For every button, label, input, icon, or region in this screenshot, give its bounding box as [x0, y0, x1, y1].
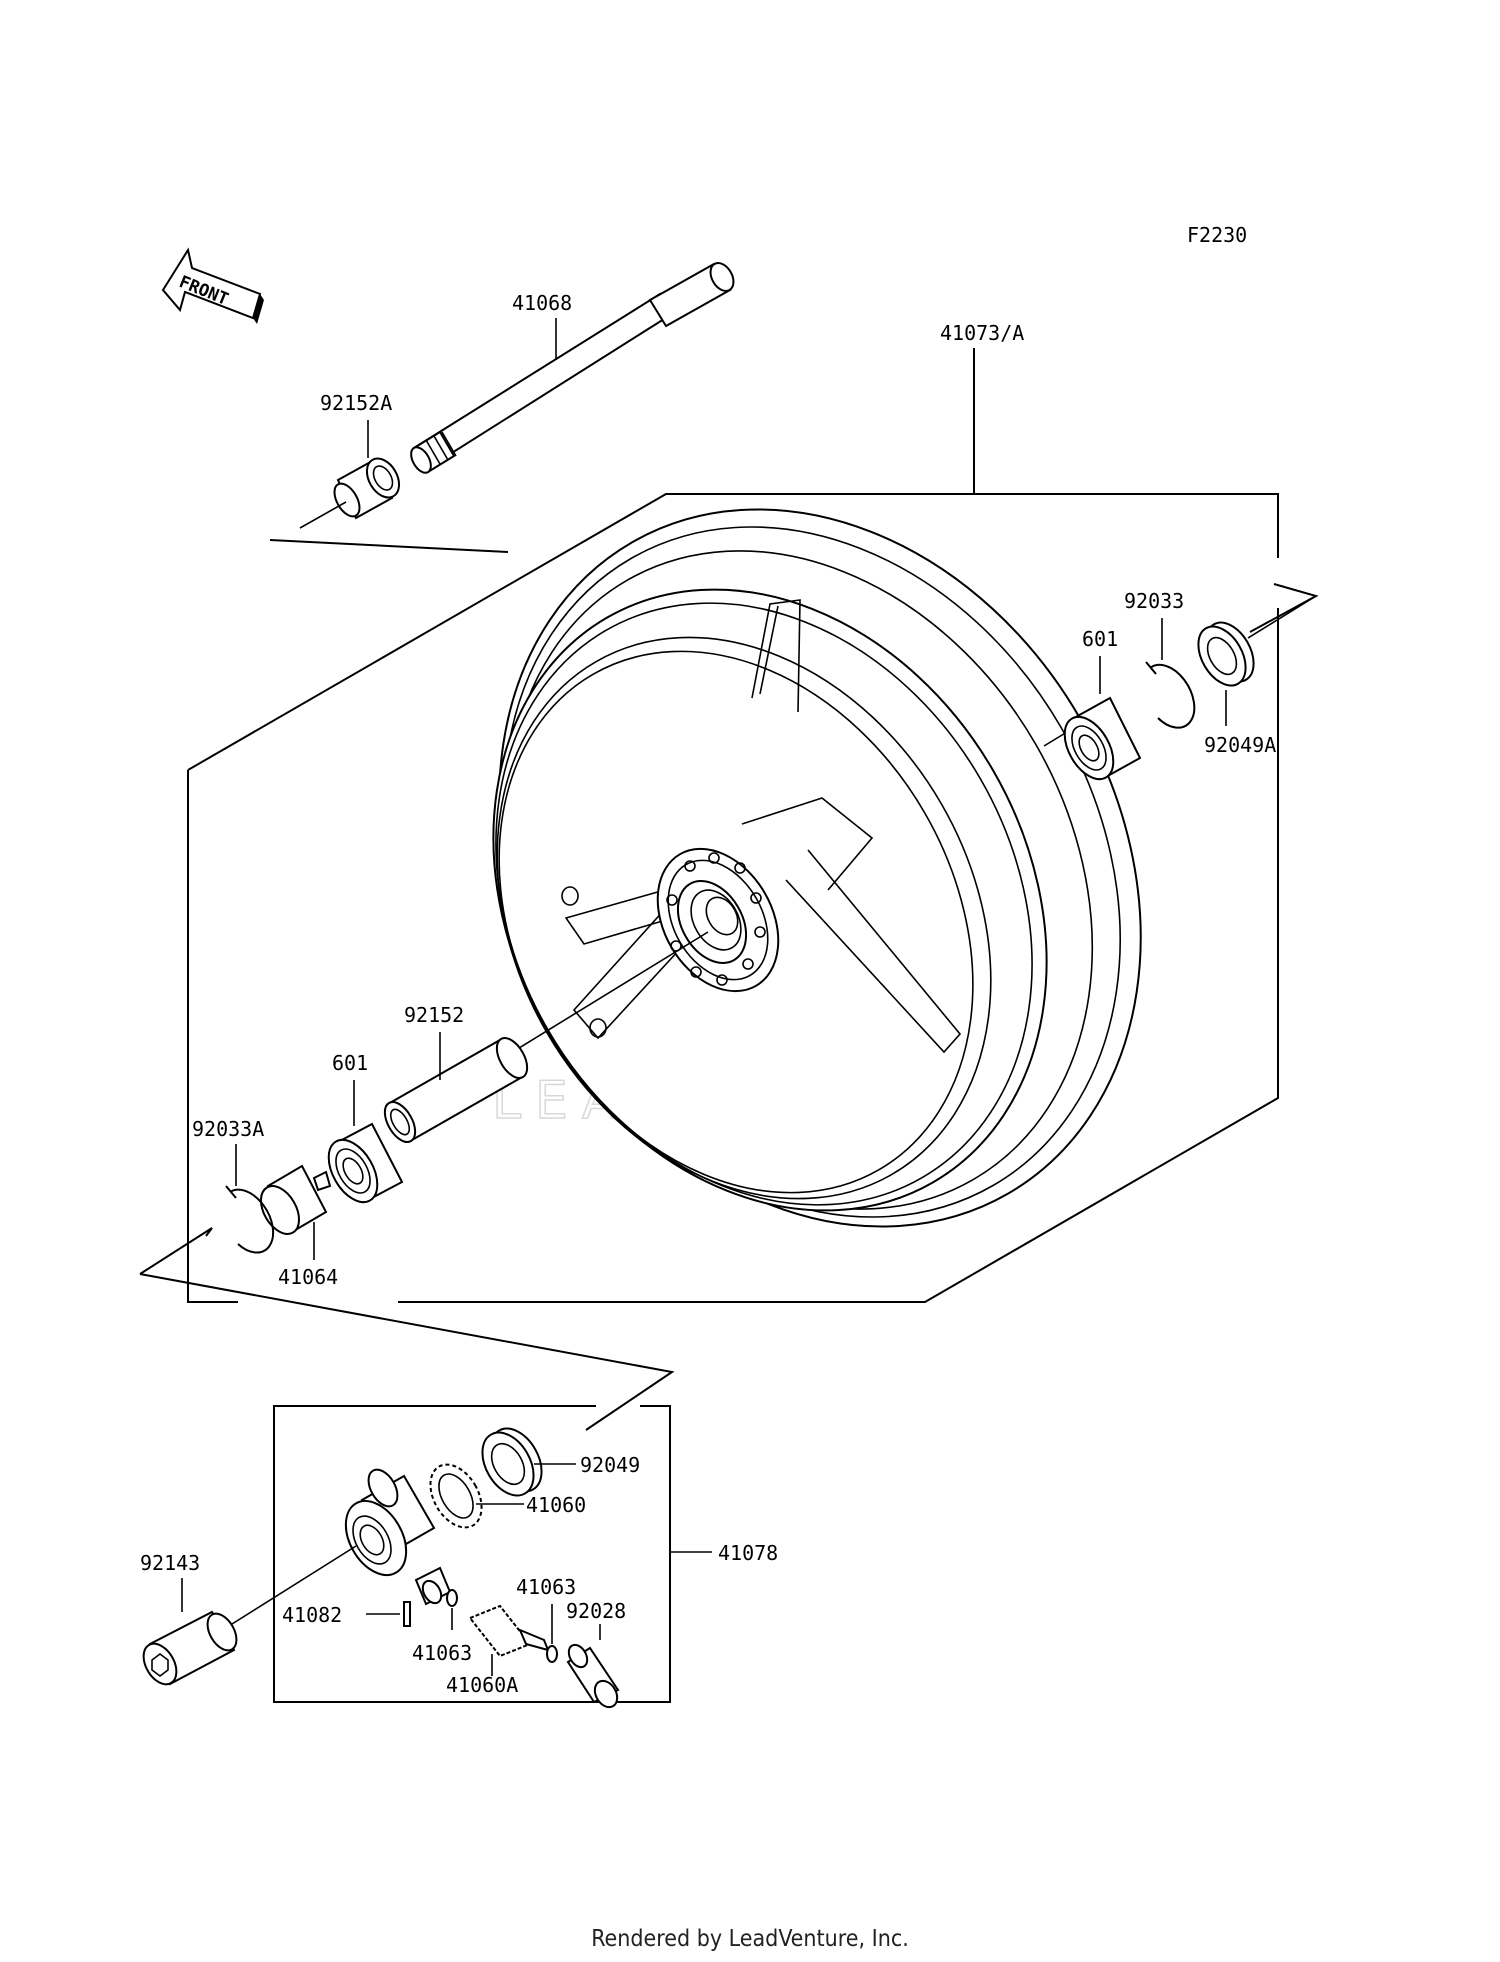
label-601-right: 601 [1082, 627, 1118, 651]
circlip-left-part [225, 1185, 275, 1254]
wheel-part [492, 508, 1142, 1228]
axle-collar-left-part [333, 457, 401, 520]
pinion-part [468, 1604, 550, 1658]
axle-part [410, 262, 735, 474]
label-41064: 41064 [278, 1265, 338, 1289]
pin-part [403, 1601, 411, 1627]
label-92049: 92049 [580, 1453, 640, 1477]
diagram-code: F2230 [1187, 223, 1247, 247]
label-601-left: 601 [332, 1051, 368, 1075]
label-92028: 92028 [566, 1599, 626, 1623]
label-41060A: 41060A [446, 1673, 518, 1697]
label-41068: 41068 [512, 291, 572, 315]
label-41063-upper: 41063 [516, 1575, 576, 1599]
footer-credit: Rendered by LeadVenture, Inc. [591, 1926, 909, 1952]
circlip-right-part [1145, 661, 1196, 729]
label-92033A: 92033A [192, 1117, 264, 1141]
front-arrow-icon: FRONT [161, 247, 264, 324]
label-92049A: 92049A [1204, 733, 1276, 757]
collar-part [142, 1610, 238, 1686]
label-41073A: 41073/A [940, 321, 1024, 345]
speedo-housing-part [344, 1468, 436, 1576]
bearing-left-part [327, 1122, 404, 1204]
label-41063-lower: 41063 [412, 1641, 472, 1665]
label-92033: 92033 [1124, 589, 1184, 613]
label-92152: 92152 [404, 1003, 464, 1027]
oil-seal-right-part [1197, 621, 1255, 687]
washer-b-part [546, 1645, 558, 1663]
bearing-right-part [1063, 696, 1142, 781]
distance-collar-part [383, 1037, 529, 1143]
washer-a-part [446, 1589, 458, 1607]
label-41082: 41082 [282, 1603, 342, 1627]
label-41078: 41078 [718, 1541, 778, 1565]
speedo-seal-part [481, 1427, 543, 1497]
label-92152A: 92152A [320, 391, 392, 415]
coupling-part [260, 1164, 332, 1235]
label-41060: 41060 [526, 1493, 586, 1517]
speedo-drive-gear-part [429, 1463, 483, 1529]
bushing-part [566, 1643, 620, 1709]
label-92143: 92143 [140, 1551, 200, 1575]
